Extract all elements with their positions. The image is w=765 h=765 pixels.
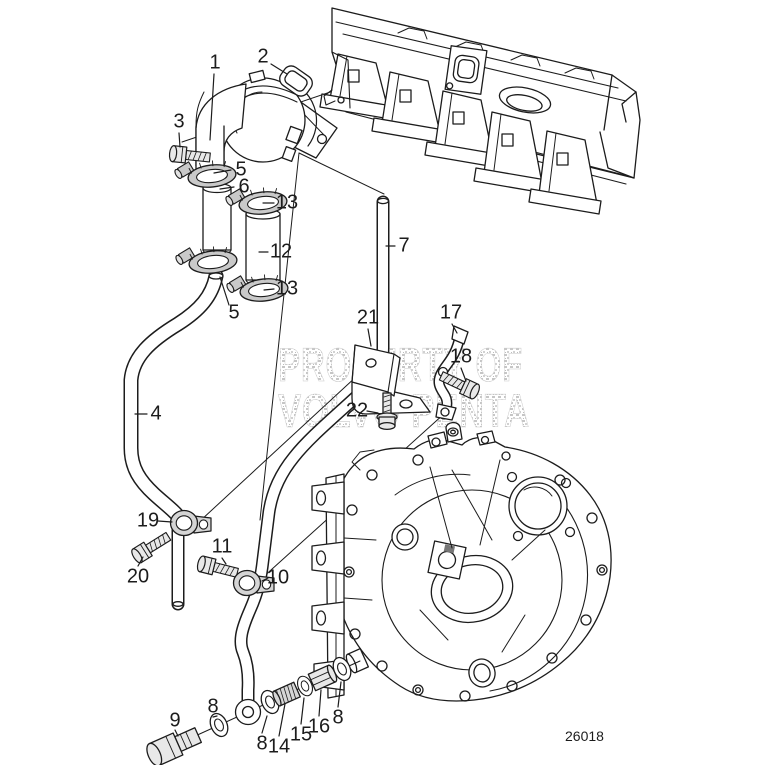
leader-line [337, 681, 342, 708]
part-number-label: 18 [450, 345, 472, 367]
leader-line [209, 73, 215, 141]
part-number-label: 21 [357, 306, 379, 328]
part-number-label: 19 [137, 509, 159, 531]
fitting-14 [272, 681, 301, 707]
fitting-16 [307, 664, 338, 692]
leader-line [318, 689, 322, 717]
part-number-label: 9 [169, 709, 180, 731]
part-number-label: 13 [276, 277, 298, 299]
leader-line [212, 715, 218, 718]
part-number-label: 20 [127, 565, 149, 587]
part-number-label: 8 [256, 732, 267, 754]
leader-line [367, 328, 372, 347]
part-number-label: 7 [398, 234, 409, 256]
leader-line [219, 276, 230, 306]
leader-line [270, 63, 288, 75]
property-watermark: PROPERTY OF VOLVO PENTA [278, 338, 530, 438]
part-number-label: 3 [173, 110, 184, 132]
bracket-screw-22 [376, 392, 398, 431]
bracket-21 [351, 344, 431, 415]
banjo-connection [146, 654, 361, 765]
part-number-label: 17 [440, 301, 462, 323]
part-number-label: 12 [270, 240, 292, 262]
watermark-line1: PROPERTY OF [278, 338, 523, 391]
leader-line [263, 288, 275, 291]
leader-line [213, 169, 232, 174]
leader-line [261, 715, 268, 734]
flywheel-housing [311, 421, 612, 702]
figure-number: 26018 [565, 728, 604, 744]
filler-hole [498, 86, 552, 114]
part-number-label: 11 [212, 535, 233, 557]
part-number-label: 8 [207, 695, 218, 717]
leader-line [278, 703, 286, 737]
clamp-screw-11 [195, 554, 240, 582]
vent-hose [123, 268, 224, 611]
part-number-label: 8 [332, 706, 343, 728]
leader-line [460, 367, 467, 382]
part-number-label: 10 [267, 566, 289, 588]
part-number-label: 6 [238, 175, 249, 197]
leader-line [178, 132, 181, 148]
leader-line [300, 697, 305, 725]
leader-line [221, 557, 227, 565]
part-number-label: 16 [308, 715, 330, 737]
part-number-label: 13 [276, 191, 298, 213]
bracket-17 [433, 325, 469, 421]
hose-12 [245, 208, 281, 286]
part-number-label: 5 [228, 301, 239, 323]
part-number-label: 15 [290, 723, 312, 745]
part-number-label: 1 [209, 51, 220, 73]
part-number-label: 2 [257, 45, 268, 67]
gasket [279, 65, 313, 97]
banjo-bolt-9 [146, 727, 203, 765]
valve-cover [319, 7, 641, 215]
hose-6 [202, 182, 232, 256]
leader-line [174, 729, 179, 737]
part-number-label: 14 [268, 735, 290, 757]
part-number-label: 5 [235, 158, 246, 180]
breather-port [444, 45, 488, 95]
leader-line [261, 577, 269, 582]
leader-line [137, 556, 144, 567]
pipe-clamp-19 [169, 509, 212, 537]
leader-line [451, 323, 458, 334]
leader-line [157, 520, 173, 523]
part-number-label: 4 [150, 402, 161, 424]
crankcase-breather [195, 69, 338, 171]
leader-line [366, 410, 379, 414]
leader-line [219, 186, 235, 190]
part-number-label: 22 [346, 399, 368, 421]
clamp-screw-20 [129, 528, 174, 566]
valve-cover-towers [319, 53, 602, 215]
